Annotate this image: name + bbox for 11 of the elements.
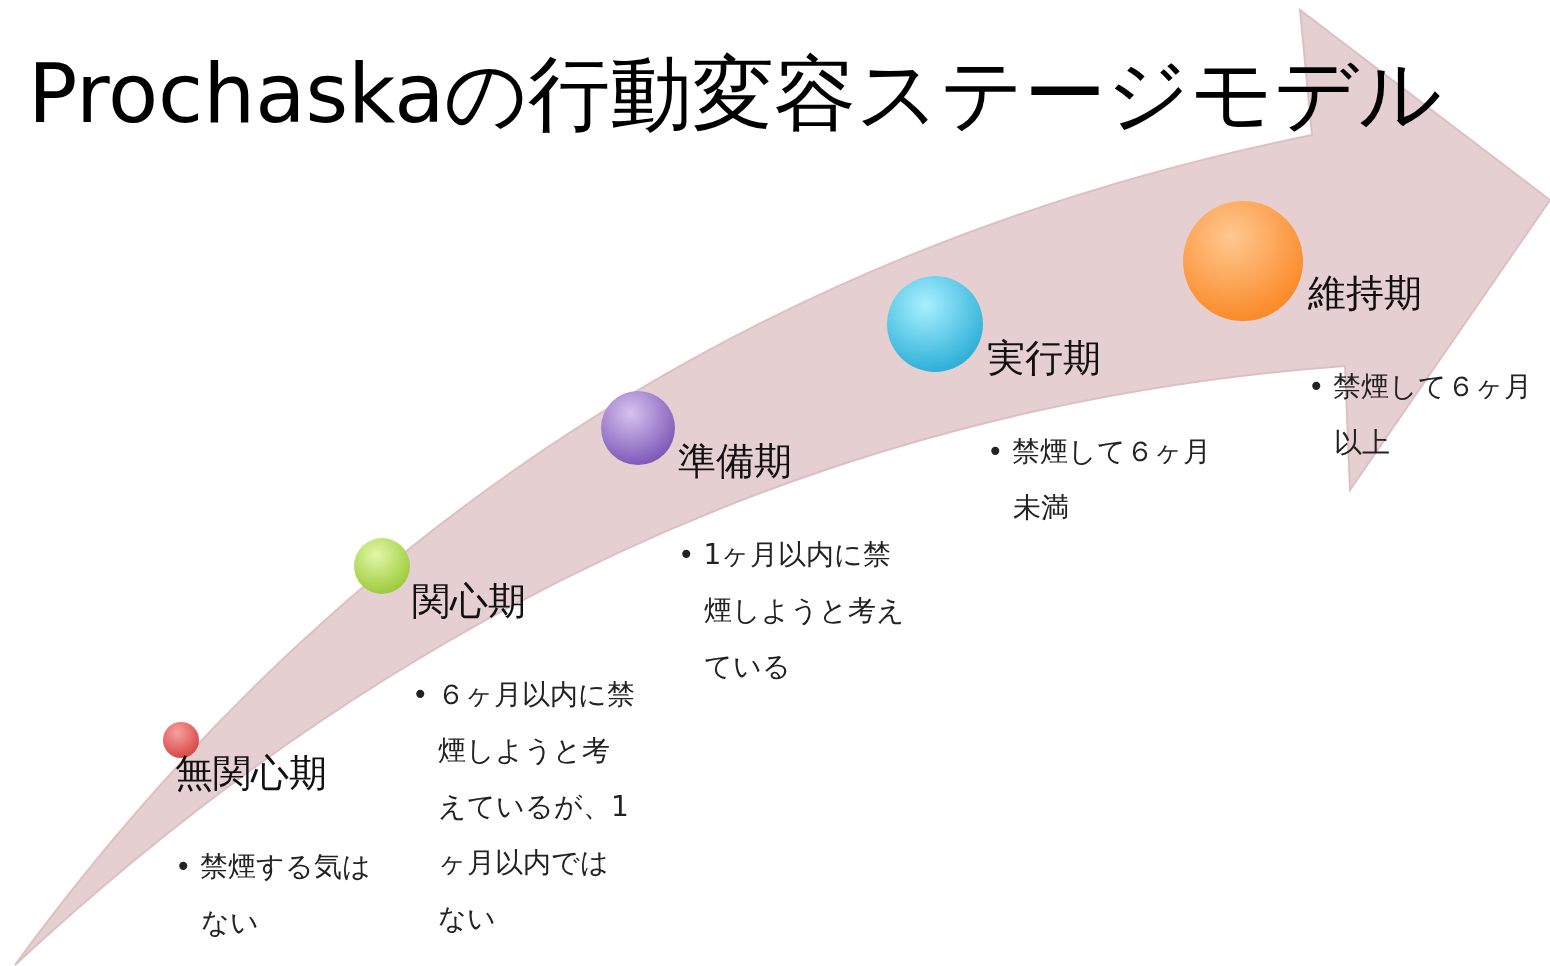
stage-title: 関心期 bbox=[412, 578, 526, 625]
bullet-text: • 禁煙して６ヶ月以上 bbox=[1308, 369, 1533, 461]
bullet-text: • 禁煙して６ヶ月未満 bbox=[987, 434, 1213, 526]
stage-title: 準備期 bbox=[678, 438, 792, 485]
bullet-text: • 禁煙する気はない bbox=[175, 849, 373, 941]
stage-title: 維持期 bbox=[1308, 270, 1422, 317]
stage-title: 無関心期 bbox=[175, 750, 327, 797]
title: Prochaskaの行動変容ステージモデル bbox=[28, 45, 1443, 143]
bullet-text: • ６ヶ月以内に禁煙しようと考えているが、1ヶ月以内ではない bbox=[412, 677, 637, 937]
stage-title: 実行期 bbox=[987, 335, 1101, 382]
bullet-text: • 1ヶ月以内に禁煙しようと考えている bbox=[678, 537, 906, 685]
